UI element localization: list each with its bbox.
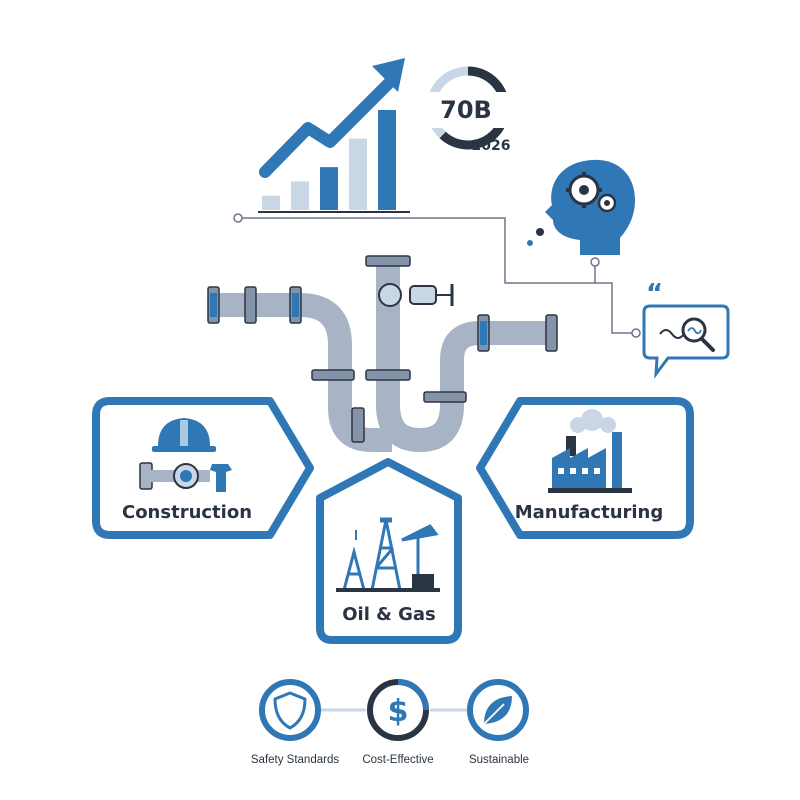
valve-icon — [378, 283, 454, 307]
industry-panel-oil-gas[interactable]: Oil & Gas — [316, 458, 462, 644]
growth-bar — [320, 167, 338, 210]
growth-bar — [262, 195, 280, 210]
factory-icon — [548, 409, 632, 493]
hard-hat-wrench-icon — [139, 418, 232, 492]
industry-label-manufacturing: Manufacturing — [515, 502, 664, 523]
dollar-icon: $ — [388, 694, 409, 729]
svg-text:“: “ — [646, 279, 663, 309]
benefit-sustainable[interactable]: Sustainable — [467, 679, 529, 766]
benefit-label-cost: Cost-Effective — [362, 754, 433, 766]
growth-bar — [378, 110, 396, 210]
market-year: 2026 — [472, 138, 511, 154]
benefits-row: Safety Standards $ Cost-Effective Sustai… — [251, 679, 529, 766]
growth-bars — [262, 110, 396, 210]
ai-head-gears-icon — [527, 159, 635, 255]
industry-label-construction: Construction — [122, 502, 252, 523]
growth-bar — [291, 181, 309, 210]
market-gauge: 70B 2026 — [426, 66, 511, 154]
growth-arrow-icon — [372, 58, 405, 92]
connector-lines — [233, 213, 641, 338]
benefit-label-sustainable: Sustainable — [469, 754, 529, 766]
benefit-cost[interactable]: $ Cost-Effective — [362, 679, 434, 766]
industry-label-oil-gas: Oil & Gas — [342, 604, 436, 625]
growth-bar — [349, 138, 367, 210]
growth-chart — [258, 58, 410, 213]
chat-analysis-icon: “ — [642, 279, 730, 379]
growth-trend-line — [259, 74, 398, 178]
oil-rig-icon — [336, 517, 440, 592]
industry-panel-manufacturing[interactable]: Manufacturing — [476, 397, 694, 539]
leaf-icon — [483, 696, 512, 725]
benefit-safety[interactable]: Safety Standards — [251, 679, 339, 766]
market-value: 70B — [440, 96, 492, 124]
benefit-label-safety: Safety Standards — [251, 754, 339, 766]
pipe-network — [207, 255, 558, 453]
shield-icon — [273, 691, 307, 730]
industry-panel-construction[interactable]: Construction — [92, 397, 314, 539]
